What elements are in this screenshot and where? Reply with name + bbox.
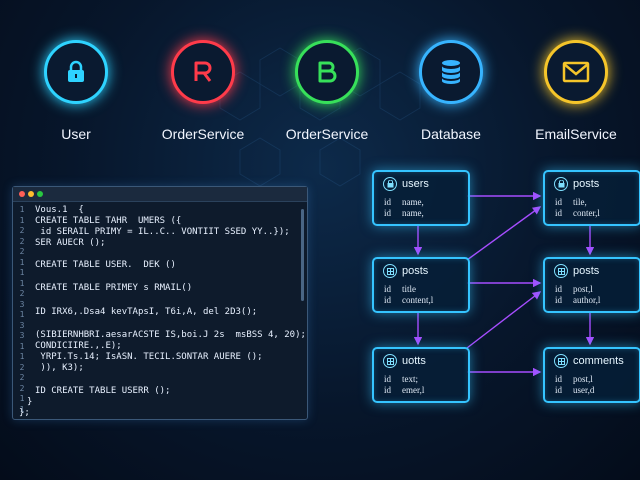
maximize-dot-icon[interactable]: [37, 191, 43, 197]
service-label: User: [61, 126, 91, 142]
service-order-r: OrderService: [143, 40, 263, 142]
entity-users[interactable]: users id name, id name,: [372, 170, 470, 226]
field-key: id: [384, 208, 392, 218]
field-name: name,: [402, 208, 424, 218]
entity-title: uotts: [402, 355, 426, 367]
field-name: title: [402, 284, 416, 294]
line-number: 2: [19, 362, 25, 372]
line-number: 2: [19, 289, 25, 298]
lock-icon: [383, 177, 397, 191]
code-line: )), K3);: [35, 363, 84, 373]
entity-title: posts: [573, 178, 600, 190]
grid-icon: [383, 264, 397, 278]
service-label: OrderService: [285, 126, 369, 142]
field-key: id: [555, 385, 563, 395]
line-number: 2: [19, 226, 25, 235]
lock-icon: [554, 177, 568, 191]
code-line: CREATE TABLE PRIMEY s RMAIL(): [35, 283, 193, 293]
code-line: Vous.1 {: [35, 205, 84, 215]
line-number: 1: [19, 352, 25, 361]
envelope-icon: [562, 61, 590, 83]
entity-title: posts: [402, 265, 429, 277]
field-key: id: [555, 197, 563, 207]
vertical-scrollbar[interactable]: [301, 209, 304, 301]
close-dot-icon[interactable]: [19, 191, 25, 197]
field-name: content,l: [402, 295, 434, 305]
entity-posts-3[interactable]: posts id post,l id author,l: [543, 257, 640, 313]
line-number: 3: [19, 331, 25, 340]
line-number: 1: [19, 257, 25, 267]
code-line: }: [27, 397, 33, 407]
field-name: post,l: [573, 374, 593, 384]
grid-icon: [554, 264, 568, 278]
line-number: 3: [19, 299, 25, 309]
b-letter-icon: [318, 61, 337, 83]
code-line: CREATE TABLE TAHR UMERS ({: [35, 216, 182, 226]
entity-title: comments: [573, 355, 624, 367]
database-icon: [442, 60, 460, 84]
line-number: 1: [19, 215, 25, 225]
service-database: Database: [391, 40, 511, 142]
field-name: text;: [402, 374, 418, 384]
field-name: name,: [402, 197, 424, 207]
line-number: 1: [19, 205, 25, 214]
entity-posts[interactable]: posts id tile, id conter,l: [543, 170, 640, 226]
lock-icon: [68, 60, 84, 82]
code-line: CREATE TABLE USER. DEK (): [35, 260, 176, 270]
field-key: id: [555, 295, 563, 305]
line-number: 2: [19, 373, 25, 382]
service-label: OrderService: [161, 126, 245, 142]
code-line: (SIBIERNHBRI.aesarACSTE IS,boi.J 2s msBS…: [35, 330, 306, 340]
field-name: conter,l: [573, 208, 600, 218]
line-number: 1: [19, 268, 25, 277]
service-user: User: [16, 40, 136, 142]
grid-icon: [554, 354, 568, 368]
r-letter-icon: [194, 61, 212, 82]
field-key: id: [555, 208, 563, 218]
line-number: 1: [19, 278, 25, 288]
field-key: id: [384, 295, 392, 305]
code-line: ID CREATE TABLE USERR ();: [35, 386, 171, 396]
sql-code: Vous.1 { CREATE TABLE TAHR UMERS ({ id S…: [19, 203, 306, 419]
entity-title: users: [402, 178, 429, 190]
entity-uotts[interactable]: uotts id text; id emer,l: [372, 347, 470, 403]
field-key: id: [384, 385, 392, 395]
code-line: };: [19, 408, 30, 418]
field-key: id: [555, 374, 563, 384]
service-label: Database: [421, 126, 481, 142]
field-key: id: [384, 284, 392, 294]
line-number: 1: [19, 310, 25, 319]
entity-comments[interactable]: comments id post,l id user,d: [543, 347, 640, 403]
line-number: 3: [19, 320, 25, 330]
field-name: tile,: [573, 197, 587, 207]
field-key: id: [384, 374, 392, 384]
window-titlebar: [13, 187, 307, 202]
grid-icon: [383, 354, 397, 368]
field-key: id: [384, 197, 392, 207]
line-number: 1: [19, 394, 25, 403]
line-number: 2: [19, 383, 25, 393]
code-line: id SERAIL PRIMY = IL..C.. VONTIIT SSED Y…: [35, 227, 290, 237]
field-key: id: [555, 284, 563, 294]
field-name: user,d: [573, 385, 595, 395]
line-number: 2: [19, 247, 25, 256]
code-line: YRPI.Ts.14; IsASN. TECIL.SONTAR AUERE ()…: [35, 352, 263, 362]
line-number: 1: [19, 341, 25, 351]
code-line: ID IRX6,.Dsa4 kevTApsI, T6i,A, del 2D3()…: [35, 307, 258, 317]
service-label: EmailService: [535, 126, 617, 142]
entity-title: posts: [573, 265, 600, 277]
minimize-dot-icon[interactable]: [28, 191, 34, 197]
code-line: SER AUECR ();: [35, 238, 106, 248]
code-line: CONDICIIRE.,.E);: [35, 341, 122, 351]
line-number: 2: [19, 236, 25, 246]
service-order-b: OrderService: [267, 40, 387, 142]
field-name: post,l: [573, 284, 593, 294]
field-name: emer,l: [402, 385, 425, 395]
service-email: EmailService: [516, 40, 636, 142]
field-name: author,l: [573, 295, 601, 305]
line-number: 1: [19, 404, 25, 414]
